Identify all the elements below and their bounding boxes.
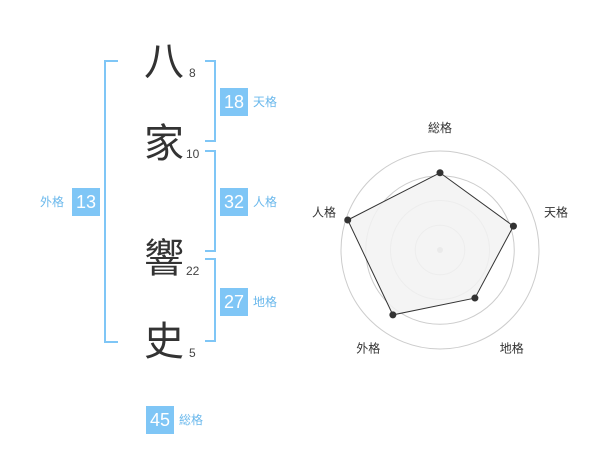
stroke-count-4: 5: [189, 346, 196, 360]
radar-axis-label-3: 地格: [500, 341, 524, 356]
gaikaku-value-badge: 13: [72, 188, 100, 216]
tenkaku-value-badge: 18: [220, 88, 248, 116]
radar-data-area: [347, 172, 515, 316]
gaikaku-bracket: [104, 60, 118, 343]
name-char-2: 家: [144, 121, 184, 167]
name-char-4: 史: [144, 319, 184, 365]
radar-axis-label-1: 総格: [428, 120, 452, 135]
stroke-count-2: 10: [186, 147, 200, 161]
jinkaku-bracket: [205, 150, 216, 252]
chikaku-value-badge: 27: [220, 288, 248, 316]
radar-axis-label-2: 天格: [544, 204, 568, 219]
soukaku-label: 総格: [179, 413, 204, 427]
name-char-3: 響: [144, 236, 184, 282]
radar-point-1: [436, 169, 444, 177]
radar-point-3: [471, 294, 479, 302]
chikaku-bracket: [205, 258, 216, 342]
radar-axis-label-4: 外格: [356, 341, 380, 356]
chikaku-label: 地格: [253, 295, 278, 309]
radar-axis-label-5: 人格: [312, 204, 336, 219]
radar-point-4: [389, 311, 397, 319]
stroke-count-3: 22: [186, 264, 200, 278]
tenkaku-label: 天格: [253, 95, 278, 109]
soukaku-value-badge: 45: [146, 406, 174, 434]
jinkaku-value-badge: 32: [220, 188, 248, 216]
tenkaku-bracket: [205, 60, 216, 142]
radar-data-points: [344, 169, 517, 319]
radar-point-5: [344, 216, 352, 224]
name-char-1: 八: [144, 39, 184, 85]
jinkaku-label: 人格: [253, 195, 278, 209]
radar-point-2: [509, 222, 517, 230]
stroke-count-1: 8: [189, 66, 196, 80]
gaikaku-label: 外格: [40, 195, 65, 209]
